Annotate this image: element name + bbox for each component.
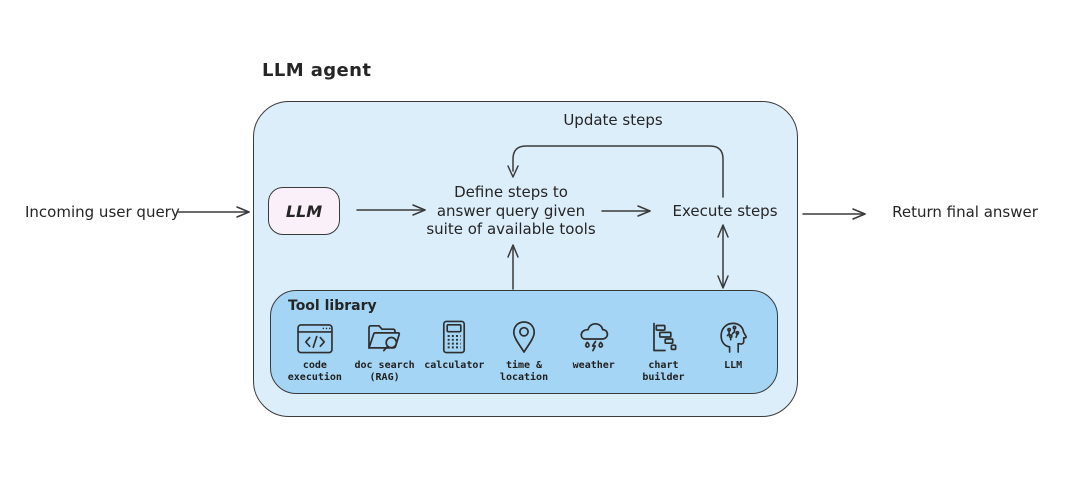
llm-node-label: LLM — [285, 201, 323, 221]
update-steps-label: Update steps — [563, 111, 663, 129]
tool-label: chart builder — [642, 360, 685, 383]
return-final-answer-label: Return final answer — [892, 203, 1038, 221]
tool-library-container: Tool library code execution — [270, 290, 778, 394]
incoming-query-arrow — [176, 206, 250, 218]
diagram-title: LLM agent — [262, 60, 372, 81]
tool-label: calculator — [424, 360, 485, 371]
tool-label: LLM — [724, 360, 743, 371]
tool-label: code execution — [287, 360, 342, 383]
incoming-user-query-label: Incoming user query — [25, 203, 180, 221]
code-window-icon — [296, 318, 334, 354]
execute-to-return-arrow — [802, 208, 866, 220]
tools-row: code execution doc search (RAG) — [271, 318, 777, 384]
weather-icon — [574, 318, 614, 354]
calculator-icon — [436, 318, 472, 354]
map-pin-icon — [509, 318, 539, 354]
brain-head-icon — [717, 318, 750, 354]
tool-item-llm: LLM — [698, 318, 768, 384]
tool-label: time & location — [499, 360, 549, 383]
tool-library-title: Tool library — [288, 298, 377, 314]
tool-label: doc search (RAG) — [354, 360, 415, 383]
tool-item-code-execution: code execution — [280, 318, 350, 384]
define-steps-node: Define steps to answer query given suite… — [426, 183, 596, 238]
tool-item-doc-search: doc search (RAG) — [350, 318, 420, 384]
execute-steps-node: Execute steps — [672, 202, 778, 220]
tool-label: weather — [572, 360, 615, 371]
llm-node: LLM — [268, 187, 340, 235]
tool-item-weather: weather — [559, 318, 629, 384]
tool-item-time-location: time & location — [489, 318, 559, 384]
gantt-chart-icon — [646, 318, 680, 354]
tool-item-calculator: calculator — [419, 318, 489, 384]
doc-search-icon — [365, 318, 405, 354]
tool-item-chart-builder: chart builder — [629, 318, 699, 384]
